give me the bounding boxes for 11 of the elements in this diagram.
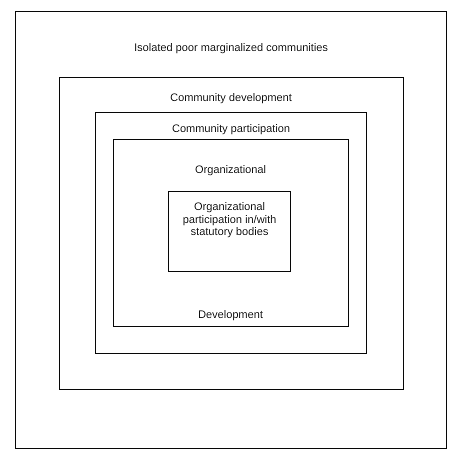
nested-box xyxy=(58,76,404,390)
box-label: Community development xyxy=(169,92,293,104)
box-label: Organizational xyxy=(194,164,267,176)
box-label: Development xyxy=(197,308,264,322)
nested-box xyxy=(95,112,367,354)
box-label: Community participation xyxy=(171,123,291,136)
box-label: Isolated poor marginalized communities xyxy=(133,42,329,55)
nested-box xyxy=(15,11,447,449)
nested-box xyxy=(168,191,291,272)
box-label: Organizational participation in/with statutory bodies xyxy=(182,201,278,239)
nested-box xyxy=(112,138,348,326)
